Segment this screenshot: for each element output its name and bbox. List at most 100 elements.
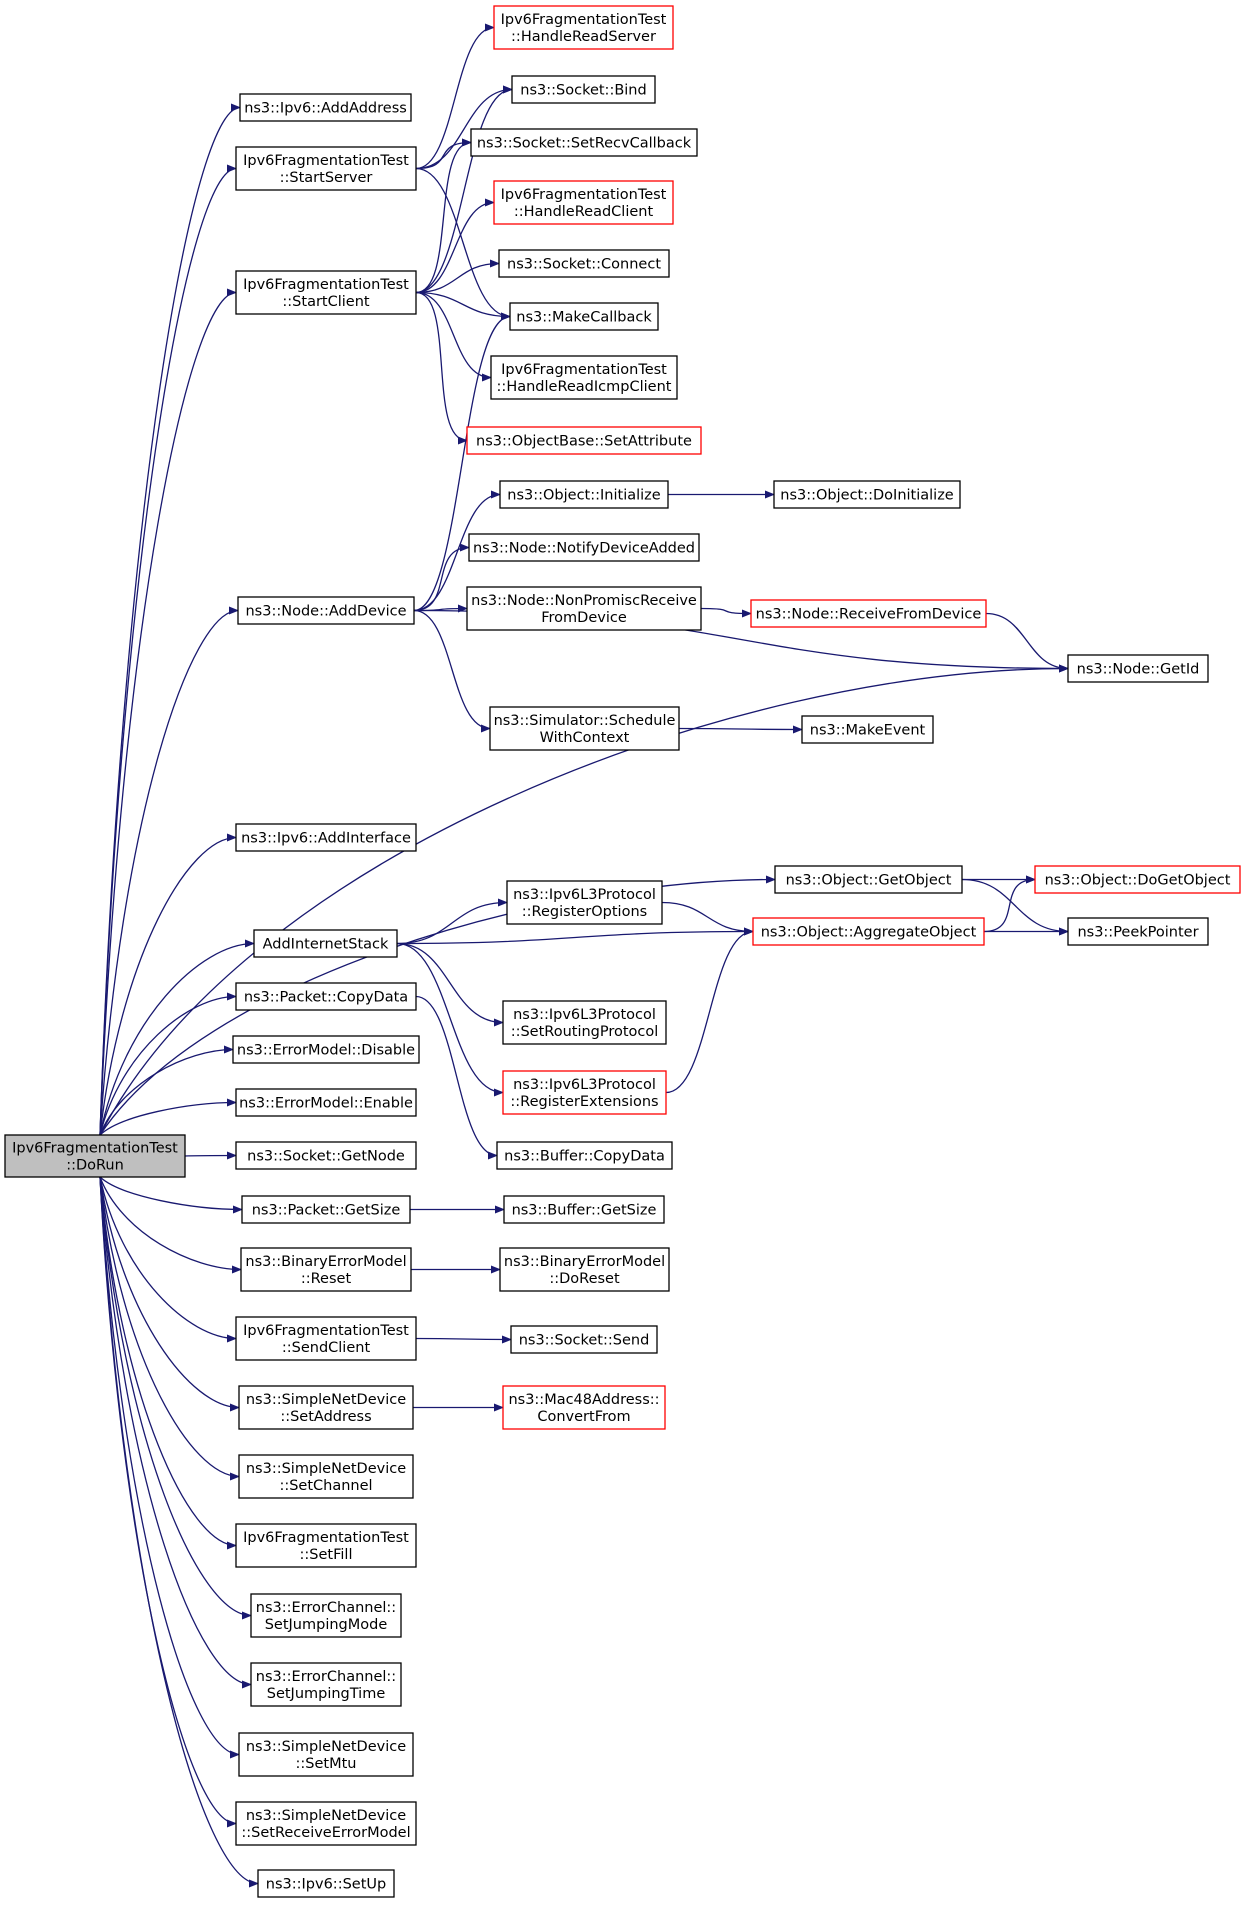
node-label: ns3::Node::NotifyDeviceAdded <box>473 541 695 557</box>
node-label: ns3::SimpleNetDevice <box>246 1808 406 1824</box>
node-label: ::DoRun <box>66 1158 124 1174</box>
node-label: ns3::Socket::GetNode <box>247 1149 405 1165</box>
node-node_getid[interactable]: ns3::Node::GetId <box>1067 654 1209 683</box>
node-box <box>506 880 663 925</box>
node-box <box>499 1247 670 1292</box>
node-box <box>235 1523 417 1568</box>
node-object_dogetobject[interactable]: ns3::Object::DoGetObject <box>1034 865 1241 894</box>
node-box <box>250 1662 402 1707</box>
node-ipv6_setup[interactable]: ns3::Ipv6::SetUp <box>257 1869 395 1898</box>
node-objectbase_setattribute[interactable]: ns3::ObjectBase::SetAttribute <box>466 426 702 455</box>
node-box <box>498 249 670 278</box>
edge-startclient-to-socket_connect <box>415 259 500 294</box>
node-makeevent[interactable]: ns3::MakeEvent <box>801 715 934 744</box>
edge-node_nonpromiscreceive-to-node_receivefromdevice <box>700 607 752 618</box>
node-label: ns3::Packet::CopyData <box>244 990 408 1006</box>
node-ipv6_addinterface[interactable]: ns3::Ipv6::AddInterface <box>235 823 417 852</box>
node-label: ns3::Object::DoGetObject <box>1045 873 1231 889</box>
node-box <box>470 128 698 157</box>
node-node_receivefromdevice[interactable]: ns3::Node::ReceiveFromDevice <box>750 599 987 628</box>
node-label: ns3::Buffer::CopyData <box>504 1149 665 1165</box>
edge-addinternetstack-to-ipv6l3_setroutingprotocol <box>396 942 504 1027</box>
node-box <box>750 599 987 628</box>
node-box <box>240 1247 412 1292</box>
node-label: ::HandleReadClient <box>514 204 654 220</box>
node-ipv6l3_registerextensions[interactable]: ns3::Ipv6L3Protocol::RegisterExtensions <box>502 1070 667 1115</box>
node-socket_getnode[interactable]: ns3::Socket::GetNode <box>235 1141 417 1170</box>
node-addinternetstack[interactable]: AddInternetStack <box>253 929 398 958</box>
node-label: ns3::Socket::SetRecvCallback <box>477 136 692 152</box>
node-box <box>241 1195 411 1224</box>
edge-node_adddevice-to-node_notifydeviceadded <box>413 543 470 612</box>
edge-dorun-to-binaryerror_reset <box>99 1176 242 1274</box>
node-makecallback[interactable]: ns3::MakeCallback <box>509 302 659 331</box>
node-box <box>235 1316 417 1361</box>
edge-object_aggregateobject-to-object_dogetobject <box>983 875 1036 933</box>
node-node_adddevice[interactable]: ns3::Node::AddDevice <box>237 596 415 625</box>
node-box <box>511 75 656 104</box>
node-handlereadicmpclient[interactable]: Ipv6FragmentationTest::HandleReadIcmpCli… <box>490 355 678 400</box>
node-ipv6_addaddress[interactable]: ns3::Ipv6::AddAddress <box>239 93 412 122</box>
node-packet_copydata[interactable]: ns3::Packet::CopyData <box>235 982 417 1011</box>
node-label: ns3::SimpleNetDevice <box>246 1739 406 1755</box>
node-socket_connect[interactable]: ns3::Socket::Connect <box>498 249 670 278</box>
node-binaryerror_reset[interactable]: ns3::BinaryErrorModel::Reset <box>240 1247 412 1292</box>
node-ipv6l3_registeroptions[interactable]: ns3::Ipv6L3Protocol::RegisterOptions <box>506 880 663 925</box>
node-socket_setrecvcallback[interactable]: ns3::Socket::SetRecvCallback <box>470 128 698 157</box>
node-ec_setjumpingmode[interactable]: ns3::ErrorChannel::SetJumpingMode <box>250 1593 402 1638</box>
node-snd_setreceiveerrormodel[interactable]: ns3::SimpleNetDevice::SetReceiveErrorMod… <box>235 1801 417 1846</box>
node-socket_send[interactable]: ns3::Socket::Send <box>510 1325 658 1354</box>
node-box <box>235 823 417 852</box>
node-snd_setchannel[interactable]: ns3::SimpleNetDevice::SetChannel <box>238 1454 414 1499</box>
node-errormodel_disable[interactable]: ns3::ErrorModel::Disable <box>232 1035 420 1064</box>
node-dorun[interactable]: Ipv6FragmentationTest::DoRun <box>4 1134 186 1178</box>
edge-addinternetstack-to-object_aggregateobject <box>396 927 754 945</box>
node-label: ns3::Object::GetObject <box>786 873 952 889</box>
node-snd_setmtu[interactable]: ns3::SimpleNetDevice::SetMtu <box>238 1732 414 1777</box>
node-box <box>237 596 415 625</box>
node-label: Ipv6FragmentationTest <box>243 1323 409 1339</box>
node-box <box>468 533 700 562</box>
node-binaryerror_doreset[interactable]: ns3::BinaryErrorModel::DoReset <box>499 1247 670 1292</box>
node-object_doinitialize[interactable]: ns3::Object::DoInitialize <box>773 480 961 509</box>
node-object_aggregateobject[interactable]: ns3::Object::AggregateObject <box>752 917 985 946</box>
node-startserver[interactable]: Ipv6FragmentationTest::StartServer <box>235 146 417 191</box>
node-object_getobject[interactable]: ns3::Object::GetObject <box>774 865 963 894</box>
node-label: ns3::SimpleNetDevice <box>246 1392 406 1408</box>
node-peekpointer[interactable]: ns3::PeekPointer <box>1067 917 1209 946</box>
node-box <box>235 270 417 315</box>
edge-node_adddevice-to-simulator_schedulewithcontext <box>413 609 491 733</box>
edge-dorun-to-object_getobject <box>99 875 776 1136</box>
node-sendclient[interactable]: Ipv6FragmentationTest::SendClient <box>235 1316 417 1361</box>
edge-startclient-to-handlereadicmpclient <box>415 291 492 382</box>
node-ec_setjumpingtime[interactable]: ns3::ErrorChannel::SetJumpingTime <box>250 1662 402 1707</box>
node-label: ns3::BinaryErrorModel <box>504 1254 665 1270</box>
node-mac48_convertfrom[interactable]: ns3::Mac48Address::ConvertFrom <box>502 1385 666 1430</box>
node-box <box>235 1801 417 1846</box>
node-buffer_copydata[interactable]: ns3::Buffer::CopyData <box>496 1141 673 1170</box>
node-label: WithContext <box>540 730 630 746</box>
node-box <box>232 1035 420 1064</box>
node-packet_getsize[interactable]: ns3::Packet::GetSize <box>241 1195 411 1224</box>
edge-sendclient-to-socket_send <box>415 1335 512 1344</box>
node-handlereadclient[interactable]: Ipv6FragmentationTest::HandleReadClient <box>493 180 674 225</box>
node-box <box>4 1134 186 1178</box>
edge-dorun-to-setfill <box>99 1176 237 1550</box>
node-handlereadserver[interactable]: Ipv6FragmentationTest::HandleReadServer <box>493 5 674 50</box>
node-ipv6l3_setroutingprotocol[interactable]: ns3::Ipv6L3Protocol::SetRoutingProtocol <box>502 1000 667 1045</box>
node-buffer_getsize[interactable]: ns3::Buffer::GetSize <box>503 1195 665 1224</box>
node-label: ::SetReceiveErrorModel <box>241 1825 410 1841</box>
node-label: ::SetMtu <box>296 1756 357 1772</box>
node-object_initialize[interactable]: ns3::Object::Initialize <box>499 480 669 509</box>
node-socket_bind[interactable]: ns3::Socket::Bind <box>511 75 656 104</box>
node-startclient[interactable]: Ipv6FragmentationTest::StartClient <box>235 270 417 315</box>
node-label: ns3::Mac48Address:: <box>508 1392 659 1408</box>
node-snd_setaddress[interactable]: ns3::SimpleNetDevice::SetAddress <box>238 1385 414 1430</box>
edge-startclient-to-socket_bind <box>415 85 513 294</box>
node-node_notifydeviceadded[interactable]: ns3::Node::NotifyDeviceAdded <box>468 533 700 562</box>
node-setfill[interactable]: Ipv6FragmentationTest::SetFill <box>235 1523 417 1568</box>
node-errormodel_enable[interactable]: ns3::ErrorModel::Enable <box>235 1088 417 1117</box>
node-label: Ipv6FragmentationTest <box>243 277 409 293</box>
